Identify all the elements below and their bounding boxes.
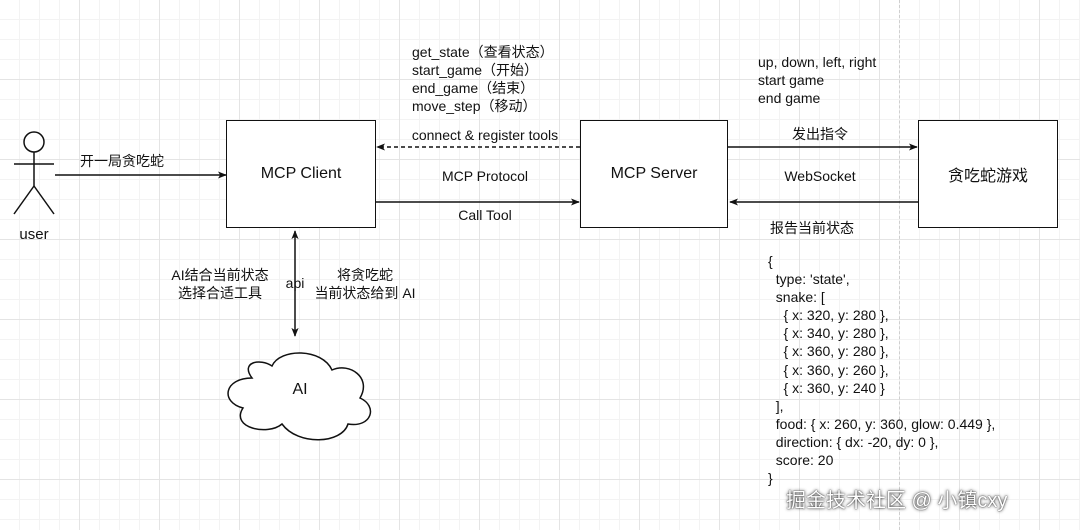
state-json-example: { type: 'state', snake: [ { x: 320, y: 2… — [768, 253, 996, 487]
background-guide-line — [899, 0, 900, 530]
user-actor-icon — [13, 131, 55, 215]
edge-label-send-command: 发出指令 — [792, 126, 848, 142]
edge-label-user-to-client: 开一局贪吃蛇 — [80, 153, 164, 169]
mcp-client-label: MCP Client — [260, 165, 342, 182]
user-label: user — [19, 226, 49, 243]
snake-game-node[interactable]: 贪吃蛇游戏 — [918, 120, 1058, 228]
tools-list: get_state（查看状态） start_game（开始） end_game（… — [412, 44, 554, 114]
mcp-server-label: MCP Server — [610, 165, 698, 182]
ai-cloud-shape — [227, 352, 372, 441]
game-commands: up, down, left, right start game end gam… — [758, 54, 877, 106]
edge-label-call-tool: Call Tool — [458, 207, 512, 223]
edge-label-connect: connect & register tools — [411, 127, 559, 143]
edge-label-protocol: MCP Protocol — [441, 168, 529, 184]
edge-label-ai-to-client: AI结合当前状态 选择合适工具 — [171, 267, 269, 301]
edge-label-client-to-ai: 将贪吃蛇 当前状态给到 AI — [314, 267, 416, 301]
edge-label-websocket: WebSocket — [784, 168, 856, 184]
mcp-server-node[interactable]: MCP Server — [580, 120, 728, 228]
ai-node-label: AI — [292, 381, 308, 398]
watermark: 掘金技术社区 @ 小镇cxy — [786, 490, 1008, 512]
edge-label-report-state: 报告当前状态 — [770, 220, 854, 236]
snake-game-label: 贪吃蛇游戏 — [947, 168, 1028, 185]
mcp-client-node[interactable]: MCP Client — [226, 120, 376, 228]
edge-label-api: api — [285, 275, 305, 291]
